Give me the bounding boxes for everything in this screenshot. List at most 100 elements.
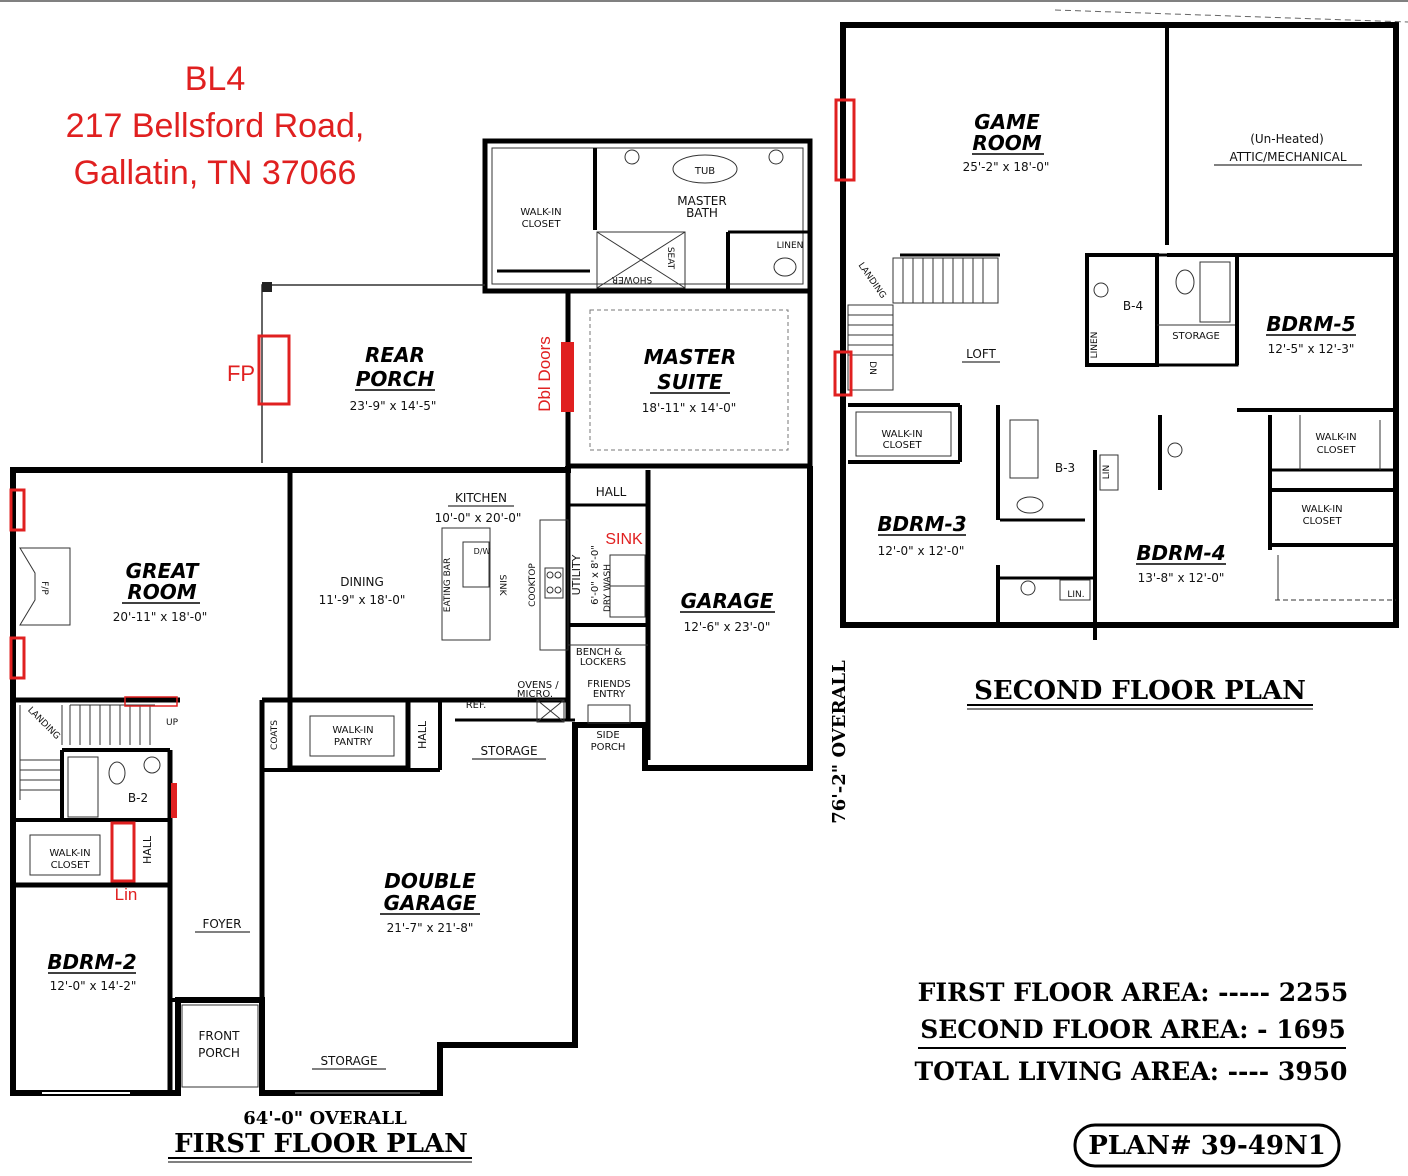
kitchen-dim: 10'-0" x 20'-0" [435, 511, 522, 525]
stairs-down-label: DN [867, 361, 877, 375]
great-room-dim: 20'-11" x 18'-0" [113, 610, 207, 624]
eating-bar-label: EATING BAR [443, 558, 453, 612]
b3-closet-line-1: WALK-IN [881, 429, 922, 440]
master-suite-name-1: MASTER [644, 345, 737, 369]
hall-label-upper: HALL [596, 485, 627, 499]
rear-porch-dim: 23'-9" x 14'-5" [350, 399, 437, 413]
plan-number: PLAN# 39-49N1 [1088, 1131, 1326, 1161]
double-doors-annotation: Dbl Doors [535, 336, 554, 412]
address-street: 217 Bellsford Road, [66, 107, 365, 145]
b4-closet-line-2: CLOSET [1303, 516, 1343, 527]
bdrm3-name: BDRM-3 [877, 512, 966, 536]
second-landing-label: LANDING [856, 261, 888, 301]
b2-closet-line-1: WALK-IN [49, 848, 90, 859]
first-floor-area: FIRST FLOOR AREA: ----- 2255 [918, 978, 1349, 1007]
first-floor-overall-width: 64'-0" OVERALL [243, 1108, 407, 1129]
game-room-dim: 25'-2" x 18'-0" [963, 160, 1050, 174]
b5-closet-line-2: CLOSET [1317, 445, 1357, 456]
bdrm2-name: BDRM-2 [47, 950, 136, 974]
dishwasher-label: D/W [474, 547, 491, 556]
first-floor-title: FIRST FLOOR PLAN [174, 1129, 468, 1159]
utility-dim: 6'-0" x 8'-0" [590, 545, 601, 605]
storage-upper-label: STORAGE [480, 744, 537, 758]
loft-label: LOFT [966, 347, 996, 361]
b3-label: B-3 [1055, 461, 1075, 475]
great-room-name-1: GREAT [126, 559, 200, 583]
rear-porch-name-2: PORCH [356, 367, 435, 391]
annotation-markers [9, 98, 856, 883]
fireplace-annotation: FP [227, 361, 255, 386]
bdrm4-dim: 13'-8" x 12'-0" [1138, 571, 1225, 585]
master-closet-line-1: WALK-IN [520, 207, 561, 218]
kitchen-sink-label: SINK [497, 574, 507, 596]
double-garage-name-2: GARAGE [384, 891, 477, 915]
front-porch-line-1: FRONT [199, 1029, 241, 1043]
master-suite-name-2: SUITE [657, 370, 723, 394]
coats-label: COATS [270, 720, 280, 750]
dining-dim: 11'-9" x 18'-0" [319, 593, 406, 607]
shower-label: SHOWER [612, 274, 652, 284]
garage-dim: 12'-6" x 23'-0" [684, 620, 771, 634]
cooktop-label: COOKTOP [528, 563, 538, 607]
friends-entry-line-2: ENTRY [593, 689, 626, 700]
hall-label-b2: HALL [141, 835, 154, 864]
master-bath-name-1: MASTER [677, 194, 726, 208]
b3-lin-label: LIN [1102, 465, 1112, 479]
double-garage-dim: 21'-7" x 21'-8" [387, 921, 474, 935]
b5-closet-line-1: WALK-IN [1315, 432, 1356, 443]
b4-label: B-4 [1123, 299, 1143, 313]
master-bath-name-2: BATH [686, 206, 718, 220]
storage-lower-label: STORAGE [320, 1054, 377, 1068]
master-closet-line-2: CLOSET [522, 219, 562, 230]
master-suite-dim: 18'-11" x 14'-0" [642, 401, 736, 415]
attic-line-2: ATTIC/MECHANICAL [1229, 150, 1346, 164]
kitchen-name: KITCHEN [455, 491, 507, 505]
storage-second-label: STORAGE [1172, 331, 1220, 342]
great-room-name-2: ROOM [127, 580, 196, 604]
dry-wash-label: DRY WASH [603, 564, 613, 612]
tub-label: TUB [694, 166, 715, 177]
b2-label: B-2 [128, 791, 148, 805]
first-floor-overall-depth: 76'-2" OVERALL [829, 660, 850, 824]
stairs-up-label: UP [166, 718, 179, 728]
bdrm5-dim: 12'-5" x 12'-3" [1268, 342, 1355, 356]
linen-annotation: Lin [115, 885, 138, 904]
dining-name: DINING [340, 575, 384, 589]
master-linen-label: LINEN [777, 241, 804, 251]
front-porch-line-2: PORCH [198, 1046, 240, 1060]
utility-name: UTILITY [570, 554, 583, 595]
b4-closet-line-1: WALK-IN [1301, 504, 1342, 515]
fireplace-label: F/P [39, 581, 49, 595]
second-floor-area: SECOND FLOOR AREA: - 1695 [920, 1015, 1346, 1044]
second-floor-walls [840, 9, 1408, 640]
bdrm5-name: BDRM-5 [1266, 312, 1355, 336]
bdrm2-dim: 12'-0" x 14'-2" [50, 979, 137, 993]
plan-code: BL4 [185, 60, 246, 98]
bench-lockers-line-1: BENCH & [576, 647, 622, 658]
bench-lockers-line-2: LOCKERS [580, 657, 626, 668]
side-porch-line-2: PORCH [591, 742, 626, 753]
double-garage-name-1: DOUBLE [384, 869, 476, 893]
seat-label: SEAT [665, 247, 675, 270]
b4-linen-label: LINEN [1090, 332, 1100, 359]
first-landing-label: LANDING [25, 705, 61, 741]
friends-entry-line-1: FRIENDS [587, 679, 631, 690]
hall-label-pantry: HALL [416, 720, 429, 749]
bdrm3-dim: 12'-0" x 12'-0" [878, 544, 965, 558]
walk-in-pantry-line-2: PANTRY [334, 737, 373, 748]
walk-in-pantry-line-1: WALK-IN [332, 725, 373, 736]
ovens-micro-line-1: OVENS / [517, 680, 559, 691]
refrigerator-label: REF. [466, 700, 487, 711]
b3-closet-line-2: CLOSET [883, 440, 923, 451]
foyer-label: FOYER [203, 917, 242, 931]
sink-annotation: SINK [605, 531, 643, 548]
ovens-micro-line-2: MICRO. [517, 689, 553, 700]
game-room-name-1: GAME [974, 110, 1040, 134]
garage-name: GARAGE [681, 589, 774, 613]
side-porch-line-1: SIDE [596, 730, 619, 741]
rear-porch-name-1: REAR [365, 343, 425, 367]
bdrm4-name: BDRM-4 [1136, 541, 1225, 565]
total-living-area: TOTAL LIVING AREA: ---- 3950 [915, 1057, 1348, 1086]
b2-closet-line-2: CLOSET [51, 860, 91, 871]
